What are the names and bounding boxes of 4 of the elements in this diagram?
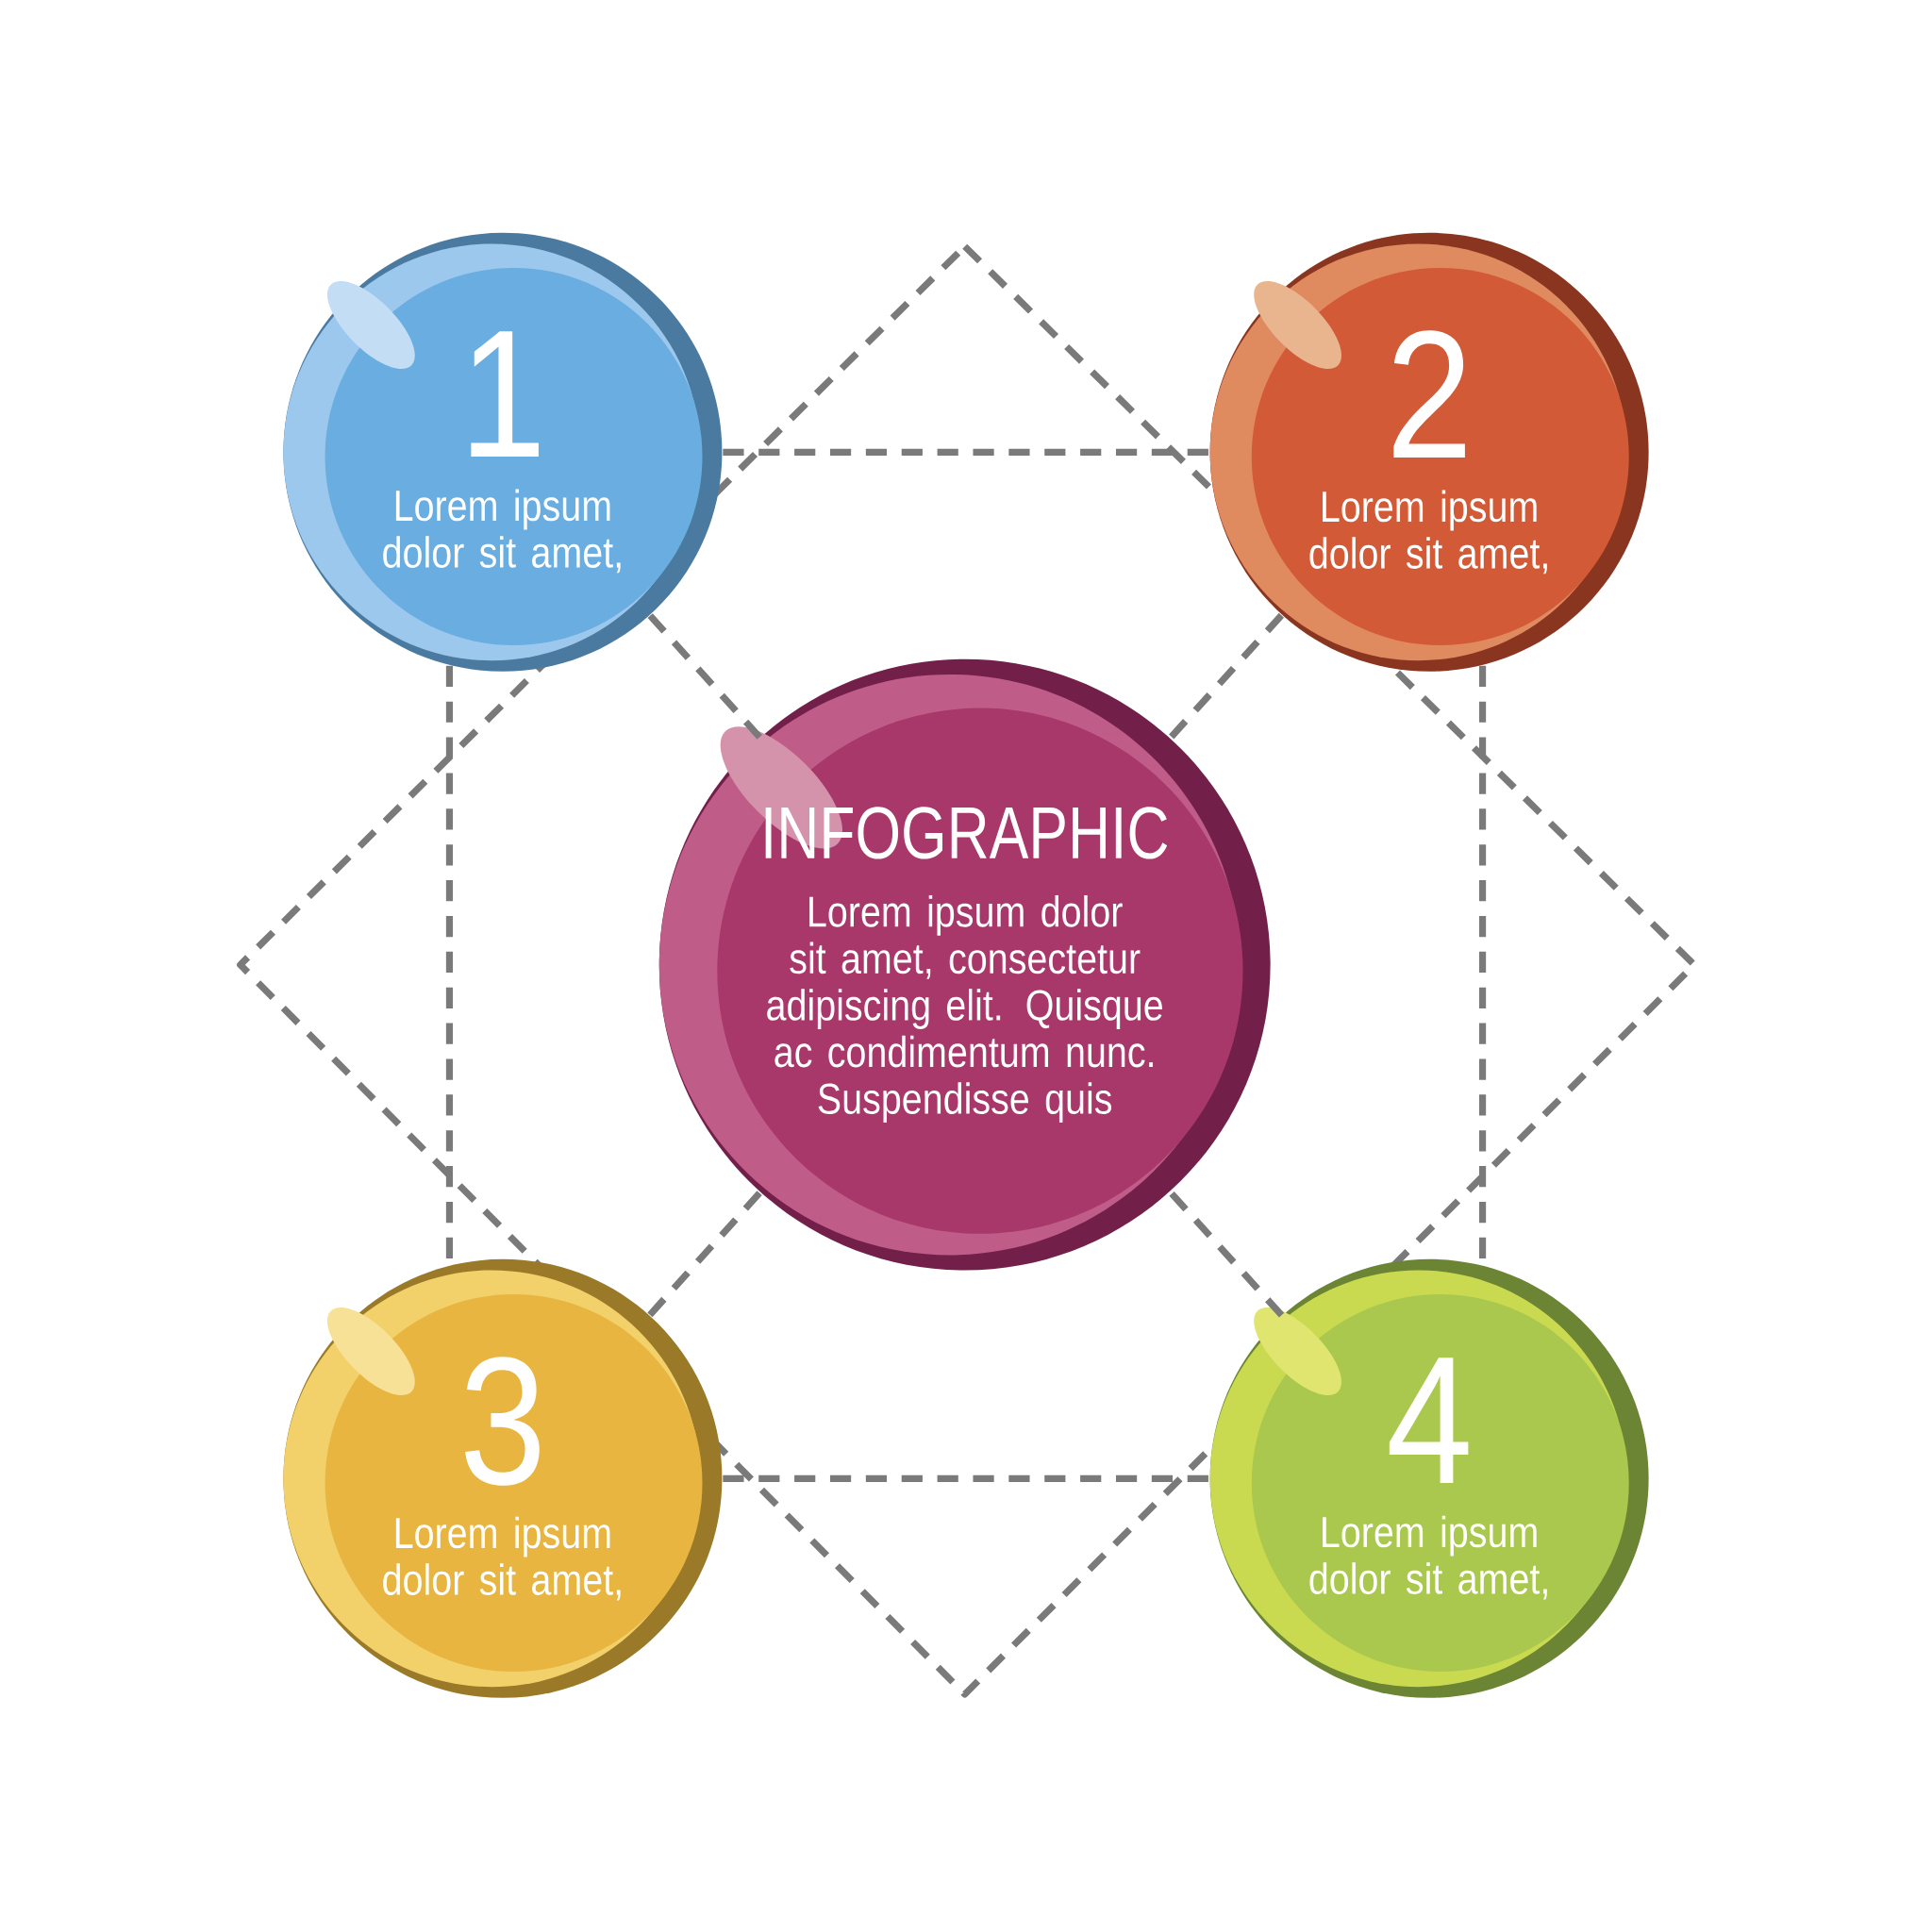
dashed-line bbox=[1167, 1190, 1285, 1318]
dashed-line bbox=[647, 613, 762, 740]
dashed-line bbox=[647, 1190, 763, 1318]
dashed-line bbox=[1168, 612, 1285, 741]
